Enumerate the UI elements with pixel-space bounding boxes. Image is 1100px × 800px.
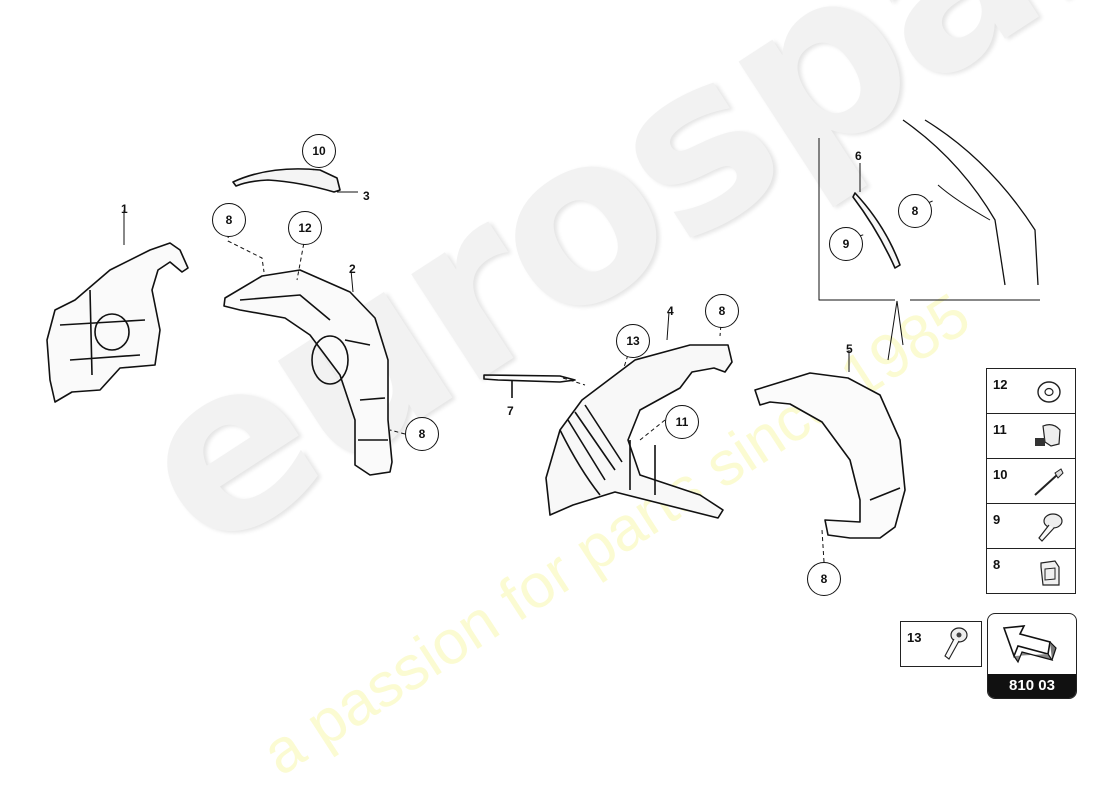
callout-11[interactable]: 11: [665, 405, 699, 439]
legend-item-9[interactable]: 9: [987, 504, 1075, 549]
part-label-7[interactable]: 7: [507, 404, 514, 418]
rivet-icon: [1034, 468, 1064, 496]
expansion-screw-icon: [1038, 513, 1063, 542]
part-label-4[interactable]: 4: [667, 304, 674, 318]
part-6-drawing: [852, 192, 901, 269]
part-4-drawing: [545, 344, 733, 519]
direction-arrow-icon: [1002, 625, 1057, 664]
callout-8[interactable]: 8: [705, 294, 739, 328]
legend-item-10[interactable]: 10: [987, 459, 1075, 504]
callout-9[interactable]: 9: [829, 227, 863, 261]
spring-clip-icon: [1040, 560, 1060, 586]
part-label-6[interactable]: 6: [855, 149, 862, 163]
part-label-2[interactable]: 2: [349, 262, 356, 276]
part-2-drawing: [223, 269, 393, 476]
part-5-drawing: [754, 372, 906, 539]
callout-13[interactable]: 13: [616, 324, 650, 358]
clip-nut-icon: [1035, 424, 1061, 447]
page-reference-box: 810 03: [987, 613, 1077, 699]
part-label-5[interactable]: 5: [846, 342, 853, 356]
callout-8[interactable]: 8: [807, 562, 841, 596]
legend-item-8[interactable]: 8: [987, 549, 1075, 593]
legend-item-13[interactable]: 13: [900, 621, 982, 667]
part-label-1[interactable]: 1: [121, 202, 128, 216]
callout-8[interactable]: 8: [405, 417, 439, 451]
callout-8[interactable]: 8: [898, 194, 932, 228]
part-1-drawing: [46, 242, 189, 403]
callout-8[interactable]: 8: [212, 203, 246, 237]
part-7-drawing: [483, 374, 576, 383]
callout-12[interactable]: 12: [288, 211, 322, 245]
part-3-drawing: [232, 168, 341, 193]
part-label-3[interactable]: 3: [363, 189, 370, 203]
washer-icon: [1037, 381, 1061, 403]
page-reference-code: 810 03: [988, 674, 1076, 698]
callout-10[interactable]: 10: [302, 134, 336, 168]
legend-item-12[interactable]: 12: [987, 369, 1075, 414]
legend-item-11[interactable]: 11: [987, 414, 1075, 459]
fastener-legend: 12 11 10 9: [986, 368, 1076, 594]
flange-bolt-icon: [944, 627, 968, 660]
